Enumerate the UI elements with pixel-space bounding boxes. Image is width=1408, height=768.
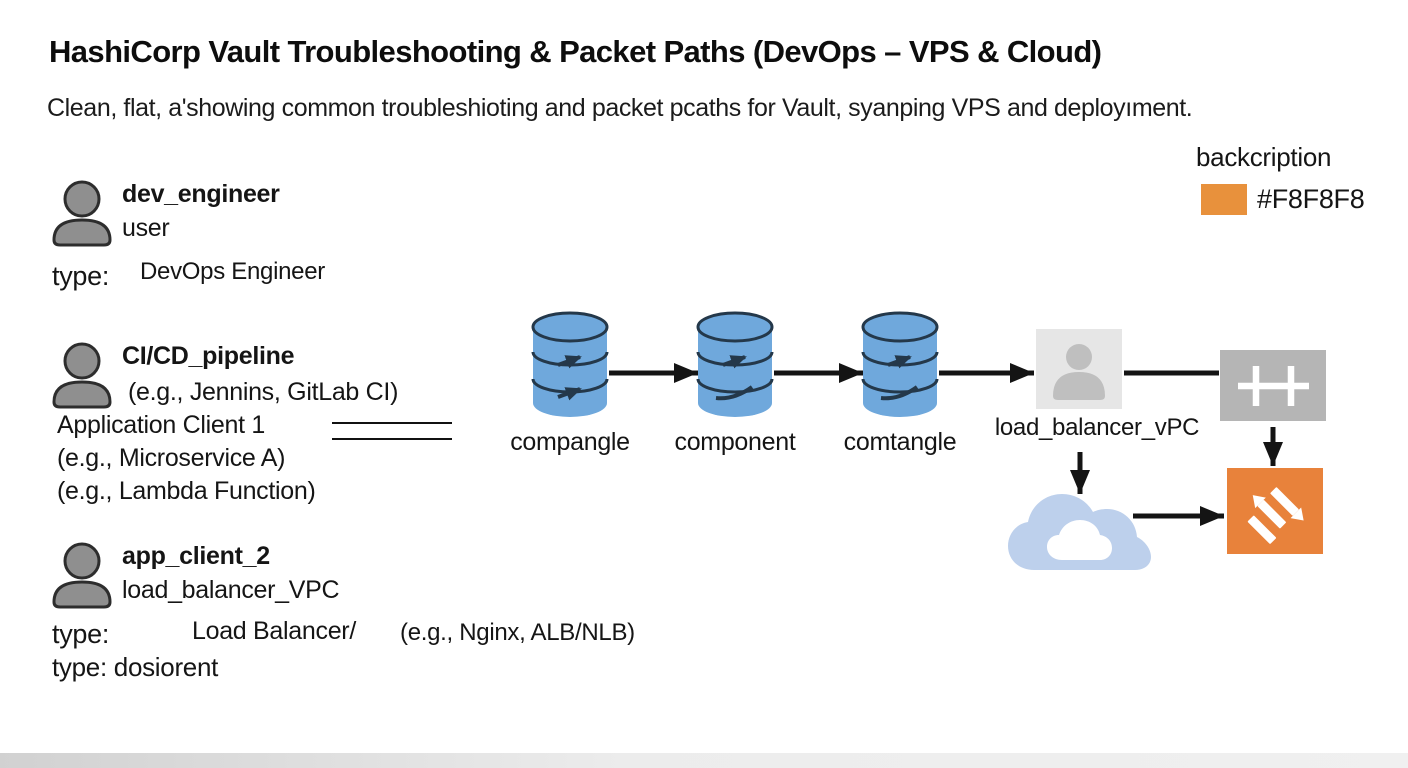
actor3-type-value: Load Balancer/: [192, 617, 356, 645]
legend-title: backcription: [1196, 142, 1332, 172]
db-label-component: component: [674, 428, 796, 456]
user-icon-cicd-pipeline: [52, 342, 112, 409]
actor-name-cicd-pipeline: CI/CD_pipeline: [122, 342, 295, 370]
actor-role-dev-engineer: user: [122, 214, 170, 242]
actor1-type-value: DevOps Engineer: [140, 258, 325, 285]
actor2-line-microservice: (e.g., Microservice A): [57, 444, 286, 472]
actor2-line-app-client: Application Client 1: [57, 411, 266, 439]
actor3-type-extra: (e.g., Nginx, ALB/NLB): [400, 619, 635, 646]
load-balancer-box: [1036, 329, 1122, 409]
person-icon: [1053, 344, 1105, 400]
database-icon-component: [696, 311, 774, 417]
actor3-type-line2: type: dosiorent: [52, 652, 219, 682]
page-subtitle: Clean, flat, a'showing common troubleshi…: [47, 94, 1193, 122]
double-rule: [332, 422, 452, 440]
bottom-edge-shadow: [0, 753, 1408, 768]
actor-name-dev-engineer: dev_engineer: [122, 180, 280, 208]
db-label-compangle: compangle: [510, 428, 630, 456]
hashicorp-h-icon: [1238, 366, 1309, 406]
db-label-comtangle: comtangle: [843, 428, 957, 456]
legend-color-label: #F8F8F8: [1257, 184, 1365, 214]
actor-role-cicd-pipeline: (e.g., Jennins, GitLab CI): [128, 378, 399, 406]
transfer-arrows-icon: [1247, 487, 1304, 544]
cloud-icon: [1008, 494, 1151, 570]
inner-cloud-cutout: [1047, 520, 1112, 560]
user-icon-dev-engineer: [52, 180, 112, 247]
vault-box: [1227, 468, 1323, 554]
page-title: HashiCorp Vault Troubleshooting & Packet…: [49, 34, 1102, 69]
legend-row: #F8F8F8: [1201, 184, 1365, 215]
load-balancer-label: load_balancer_vPC: [994, 414, 1200, 441]
hashicorp-h-box: [1220, 350, 1326, 421]
legend-color-swatch: [1201, 184, 1247, 215]
actor-role-app-client-2: load_balancer_VPC: [122, 576, 340, 604]
actor2-line-lambda: (e.g., Lambda Function): [57, 477, 316, 505]
actor1-type-label: type:: [52, 261, 110, 291]
actor3-type-label: type:: [52, 619, 110, 649]
database-icon-comtangle: [861, 311, 939, 417]
actor-name-app-client-2: app_client_2: [122, 542, 270, 570]
user-icon-app-client-2: [52, 542, 112, 609]
database-icon-compangle: [531, 311, 609, 417]
